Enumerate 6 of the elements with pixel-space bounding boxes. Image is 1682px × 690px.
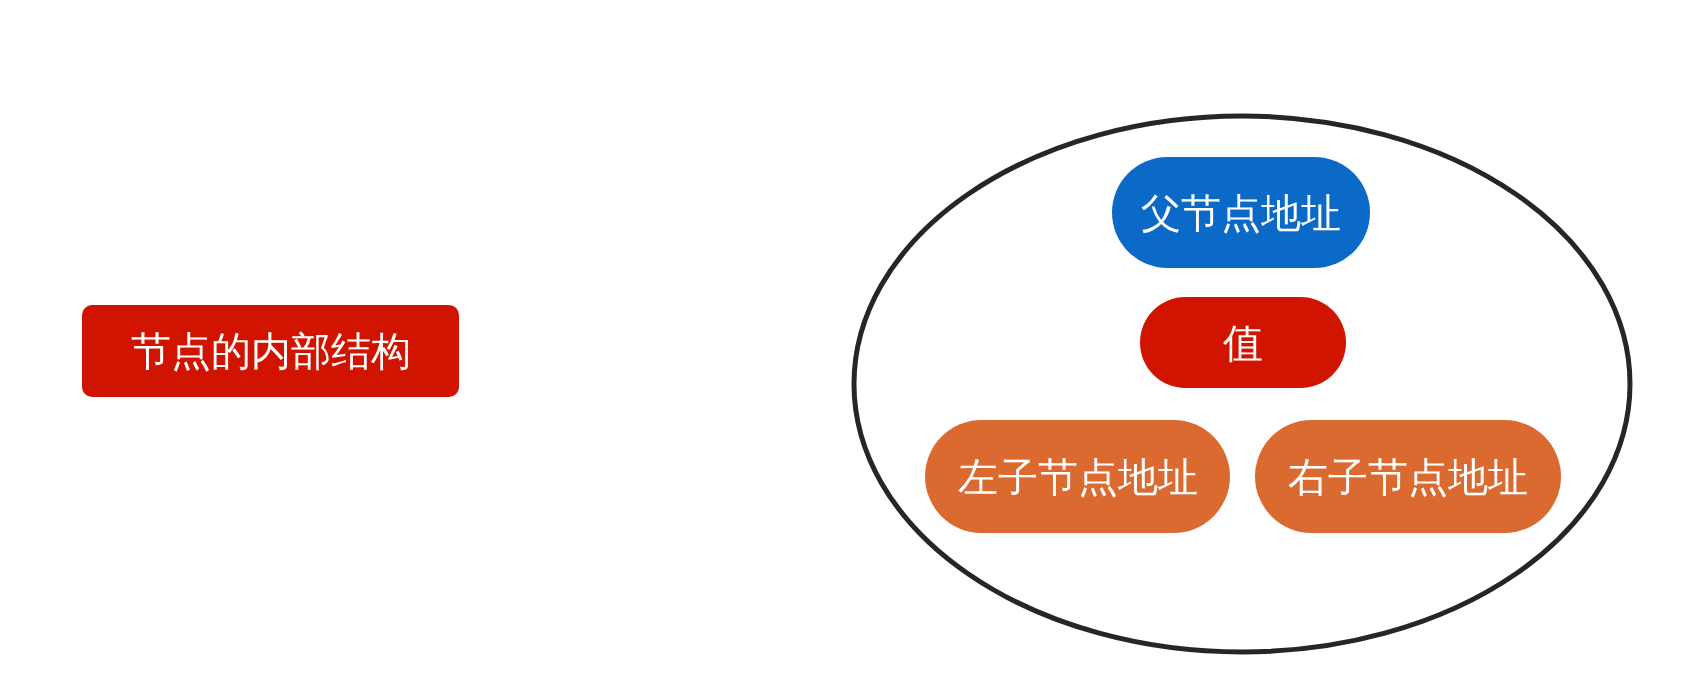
pill-box: 右子节点地址 <box>1255 420 1561 533</box>
ellipse-outline <box>851 113 1633 655</box>
title-box: 节点的内部结构 <box>82 305 459 397</box>
pill-box: 值 <box>1140 297 1346 388</box>
pill-box: 左子节点地址 <box>925 420 1230 533</box>
pill-box: 父节点地址 <box>1112 157 1370 268</box>
